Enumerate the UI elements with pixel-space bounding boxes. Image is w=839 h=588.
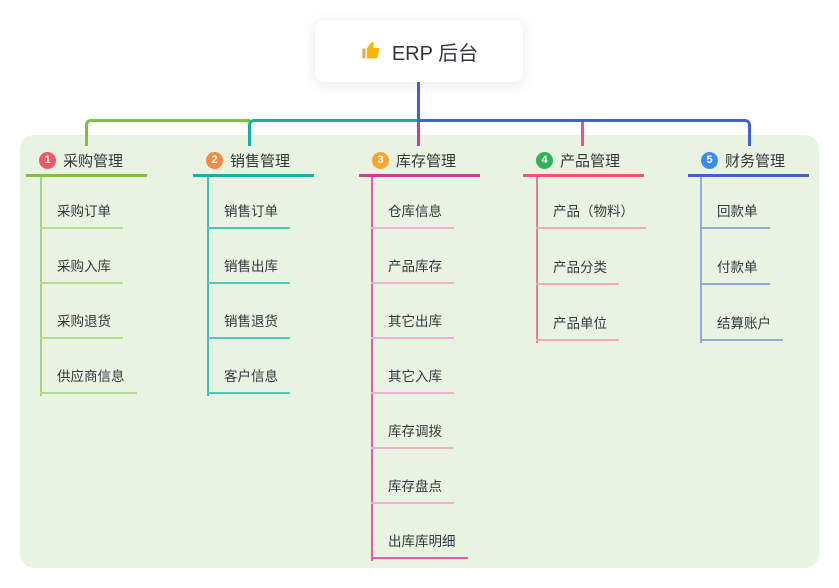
child-node-label: 产品单位 [553, 316, 607, 331]
branch-number-badge: 2 [206, 152, 223, 169]
thumbs-up-icon [360, 40, 382, 62]
connector-drop-product [581, 122, 584, 146]
branch-1-header[interactable]: 1 采购管理 [26, 147, 147, 177]
connector-elbow-purchase [85, 119, 250, 146]
root-node[interactable]: ERP 后台 [315, 20, 523, 82]
child-node[interactable]: 客户信息 [207, 364, 290, 394]
child-node-label: 产品（物料） [553, 204, 634, 219]
child-node[interactable]: 付款单 [700, 255, 770, 285]
child-node-label: 供应商信息 [57, 369, 125, 384]
child-node[interactable]: 销售订单 [207, 199, 290, 229]
branch-label: 库存管理 [396, 153, 457, 170]
branch-label: 财务管理 [725, 153, 786, 170]
child-node-label: 回款单 [717, 204, 758, 219]
panel-background [20, 135, 819, 568]
child-node[interactable]: 采购入库 [40, 254, 123, 284]
branch-2-header[interactable]: 2 销售管理 [193, 147, 314, 177]
child-node[interactable]: 其它入库 [371, 364, 454, 394]
child-node-label: 库存调拨 [388, 424, 442, 439]
child-node-label: 仓库信息 [388, 204, 442, 219]
child-node-label: 付款单 [717, 260, 758, 275]
branch-number-badge: 5 [701, 152, 718, 169]
child-node[interactable]: 采购订单 [40, 199, 123, 229]
child-node[interactable]: 回款单 [700, 199, 770, 229]
child-node-label: 销售订单 [224, 204, 278, 219]
branch-number-badge: 4 [536, 152, 553, 169]
child-node[interactable]: 产品分类 [536, 255, 619, 285]
child-node-label: 库存盘点 [388, 479, 442, 494]
child-node[interactable]: 库存调拨 [371, 419, 454, 449]
branch-2-connector-line [207, 177, 209, 396]
child-node[interactable]: 采购退货 [40, 309, 123, 339]
child-node[interactable]: 库存盘点 [371, 474, 454, 504]
branch-number-badge: 3 [372, 152, 389, 169]
child-node-label: 采购入库 [57, 259, 111, 274]
child-node[interactable]: 产品库存 [371, 254, 454, 284]
branch-5-connector-line [700, 177, 702, 343]
child-node[interactable]: 其它出库 [371, 309, 454, 339]
child-node-label: 产品分类 [553, 260, 607, 275]
child-node-label: 结算账户 [717, 316, 771, 331]
branch-4-header[interactable]: 4 产品管理 [523, 147, 644, 177]
connector-drop-inventory [417, 122, 420, 146]
child-node-label: 客户信息 [224, 369, 278, 384]
branch-4-connector-line [536, 177, 538, 343]
child-node[interactable]: 结算账户 [700, 311, 783, 341]
child-node[interactable]: 仓库信息 [371, 199, 454, 229]
branch-label: 产品管理 [560, 153, 621, 170]
child-node-label: 产品库存 [388, 259, 442, 274]
branch-3-header[interactable]: 3 库存管理 [359, 147, 480, 177]
child-node-label: 其它出库 [388, 314, 442, 329]
root-title: ERP 后台 [391, 42, 479, 65]
child-node-label: 其它入库 [388, 369, 442, 384]
connector-root-stem [417, 82, 420, 122]
child-node-label: 采购订单 [57, 204, 111, 219]
branch-number-badge: 1 [39, 152, 56, 169]
child-node[interactable]: 出库库明细 [371, 529, 468, 559]
branch-label: 销售管理 [230, 153, 291, 170]
connector-elbow-finance [417, 119, 751, 146]
connector-elbow-sales [248, 119, 420, 146]
branch-3-connector-line [371, 177, 373, 561]
branch-1-connector-line [40, 177, 42, 396]
child-node-label: 销售出库 [224, 259, 278, 274]
branch-5-header[interactable]: 5 财务管理 [688, 147, 809, 177]
child-node[interactable]: 销售出库 [207, 254, 290, 284]
child-node-label: 采购退货 [57, 314, 111, 329]
child-node[interactable]: 产品（物料） [536, 199, 646, 229]
child-node-label: 销售退货 [224, 314, 278, 329]
child-node-label: 出库库明细 [388, 534, 456, 549]
branch-label: 采购管理 [63, 153, 124, 170]
child-node[interactable]: 销售退货 [207, 309, 290, 339]
child-node[interactable]: 产品单位 [536, 311, 619, 341]
child-node[interactable]: 供应商信息 [40, 364, 137, 394]
